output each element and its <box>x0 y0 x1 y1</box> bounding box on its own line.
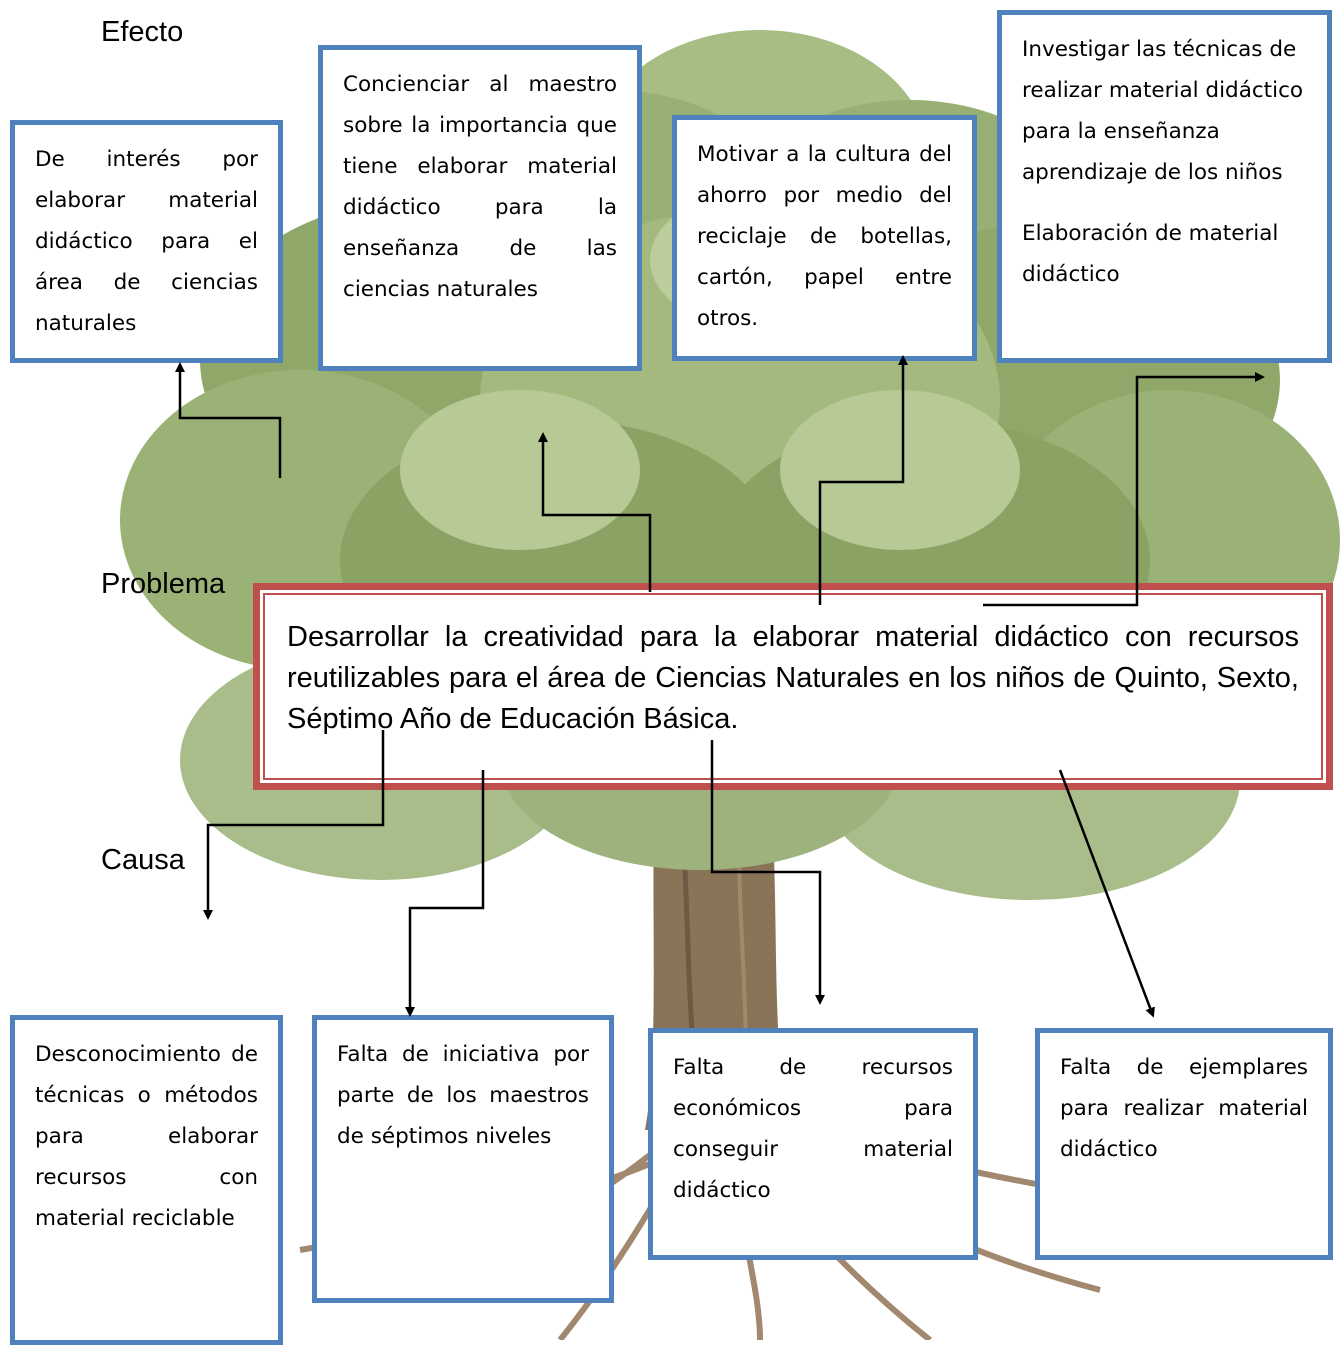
effect-label: Efecto <box>101 16 184 48</box>
cause-box-4: Falta de ejemplares para realizar materi… <box>1035 1028 1333 1260</box>
cause-box-3-text: Falta de recursos económicos para conseg… <box>673 1055 953 1203</box>
problem-box: Desarrollar la creatividad para la elabo… <box>253 583 1333 790</box>
problem-text: Desarrollar la creatividad para la elabo… <box>263 593 1323 780</box>
problem-label: Problema <box>101 568 226 600</box>
cause-label: Causa <box>101 844 185 876</box>
effect-box-4-text: Investigar las técnicas de realizar mate… <box>1022 37 1304 185</box>
cause-box-1-text: Desconocimiento de técnicas o métodos pa… <box>35 1042 258 1231</box>
cause-box-4-text: Falta de ejemplares para realizar materi… <box>1060 1055 1308 1162</box>
cause-box-2: Falta de iniciativa por parte de los mae… <box>312 1015 614 1303</box>
effect-box-2: Concienciar al maestro sobre la importan… <box>318 45 642 371</box>
cause-box-2-text: Falta de iniciativa por parte de los mae… <box>337 1042 589 1149</box>
effect-box-1: De interés por elaborar material didácti… <box>10 120 283 363</box>
cause-box-3: Falta de recursos económicos para conseg… <box>648 1028 978 1260</box>
effect-box-3: Motivar a la cultura del ahorro por medi… <box>672 115 977 361</box>
cause-box-1: Desconocimiento de técnicas o métodos pa… <box>10 1015 283 1345</box>
effect-box-4-text-2: Elaboración de material didáctico <box>1022 221 1279 287</box>
effect-box-2-text: Concienciar al maestro sobre la importan… <box>343 72 617 302</box>
effect-box-4: Investigar las técnicas de realizar mate… <box>997 10 1332 363</box>
effect-box-1-text: De interés por elaborar material didácti… <box>35 147 258 336</box>
effect-box-3-text: Motivar a la cultura del ahorro por medi… <box>697 142 952 331</box>
